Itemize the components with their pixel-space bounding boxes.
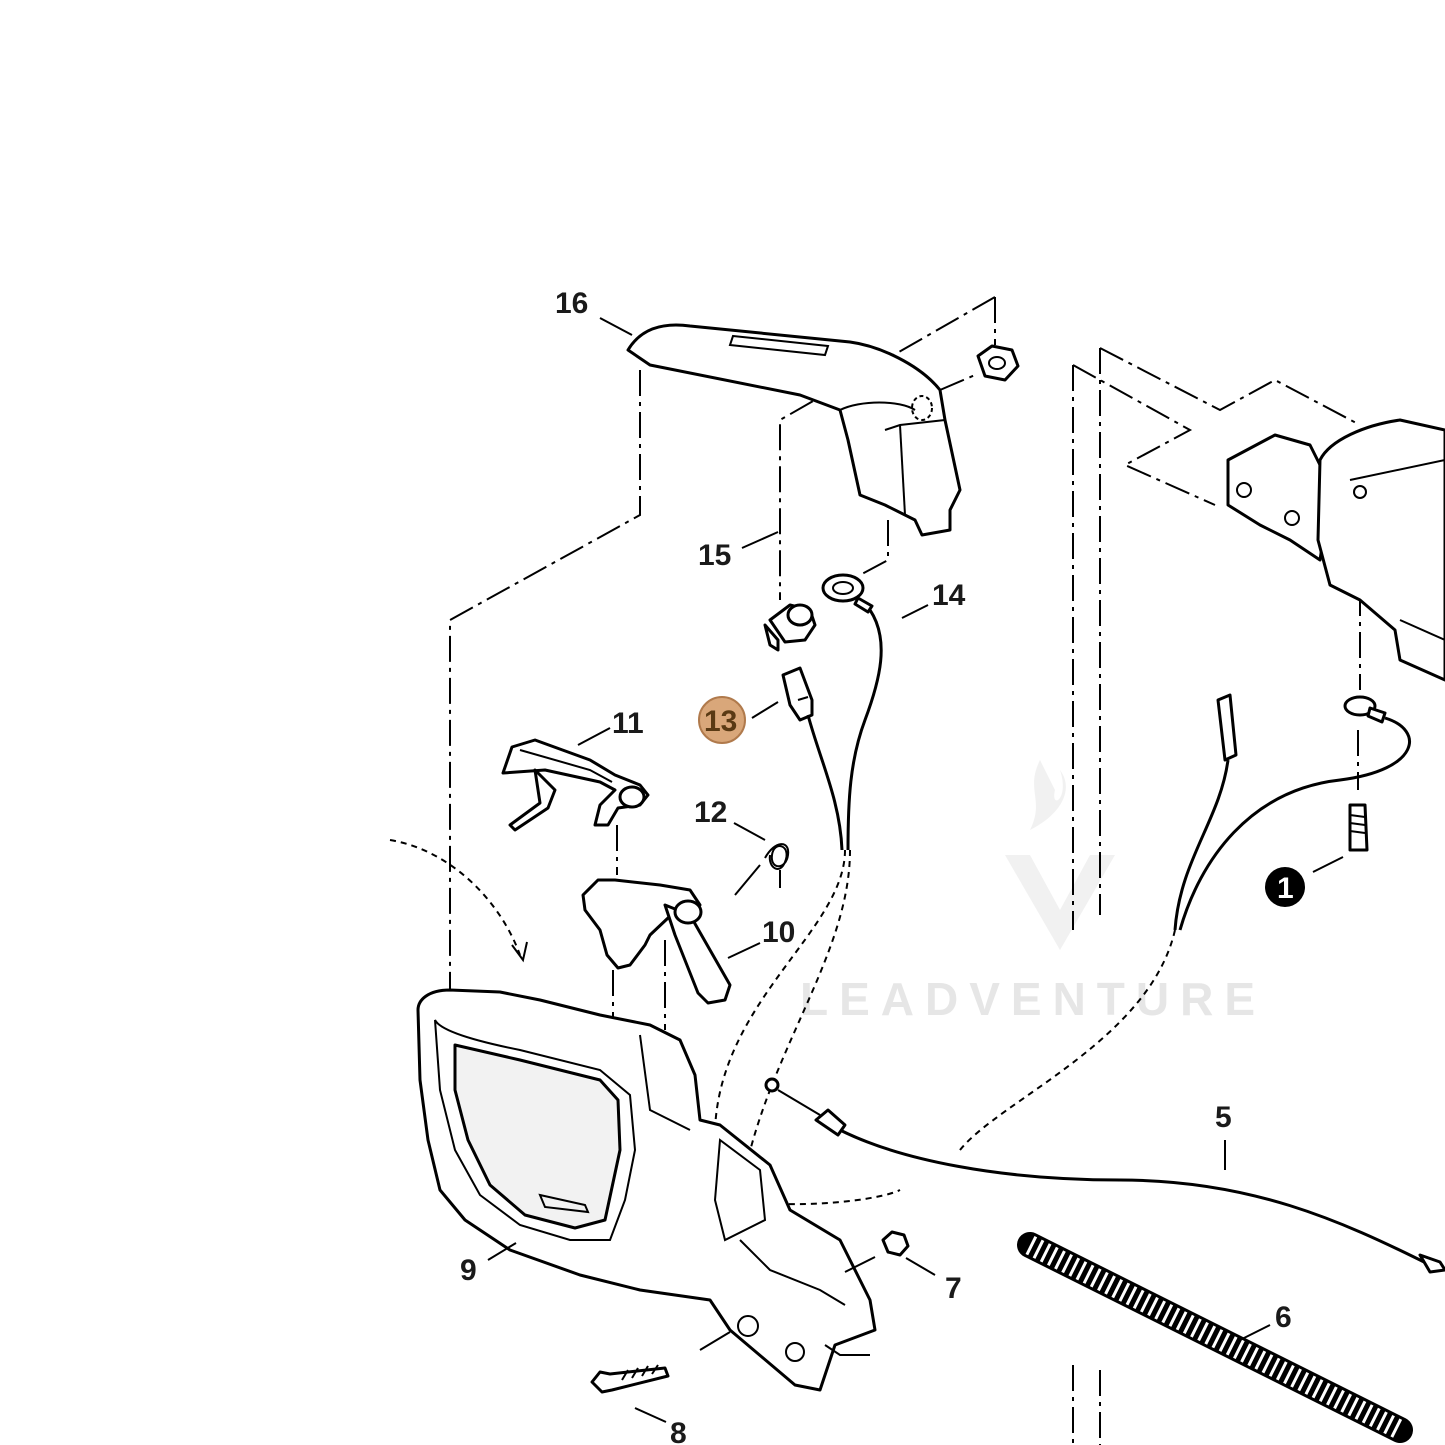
callout-13[interactable]: 13 bbox=[704, 705, 737, 738]
callout-14[interactable]: 14 bbox=[932, 579, 966, 612]
badge-circle bbox=[1265, 867, 1305, 907]
part-1-screw bbox=[1348, 803, 1369, 852]
callout-13-highlight[interactable]: 13 bbox=[698, 696, 746, 744]
part-6-conduit bbox=[1017, 1232, 1413, 1443]
part-9-rear-handle bbox=[416, 988, 877, 1392]
callout-15[interactable]: 15 bbox=[698, 539, 731, 572]
callout-10[interactable]: 10 bbox=[762, 916, 795, 949]
engine-housing bbox=[1226, 418, 1445, 682]
hidden-wires bbox=[389, 839, 1176, 1206]
part-7-nut bbox=[881, 1230, 910, 1257]
part-5-cable bbox=[764, 1077, 1445, 1274]
callout-7[interactable]: 7 bbox=[945, 1272, 962, 1305]
callout-11[interactable]: 11 bbox=[612, 707, 644, 740]
part-12-spring bbox=[734, 843, 790, 896]
callout-1-badge[interactable]: 1 bbox=[1265, 867, 1305, 907]
highlight-circle bbox=[698, 696, 746, 744]
spark-plug-connector bbox=[1173, 693, 1238, 931]
leader-lines bbox=[487, 317, 1344, 1423]
callout-1[interactable]: 1 bbox=[1277, 872, 1294, 905]
callout-12[interactable]: 12 bbox=[694, 796, 727, 829]
assembly-lines bbox=[449, 296, 1361, 1445]
part-14-ring-terminal bbox=[821, 573, 883, 851]
part-16-handle-cover bbox=[626, 323, 962, 537]
part-13-connector bbox=[781, 666, 844, 851]
watermark-text: LEADVENTURE bbox=[800, 973, 1266, 1025]
part-11-lever bbox=[501, 738, 650, 832]
part-8-screw bbox=[590, 1364, 670, 1394]
ground-terminal bbox=[1178, 695, 1411, 931]
callout-5[interactable]: 5 bbox=[1215, 1101, 1232, 1134]
callout-6[interactable]: 6 bbox=[1275, 1301, 1292, 1334]
callout-16[interactable]: 16 bbox=[555, 287, 588, 320]
watermark-logo-icon bbox=[1005, 760, 1115, 950]
part-10-trigger bbox=[581, 878, 732, 1005]
callout-9[interactable]: 9 bbox=[460, 1254, 477, 1287]
callout-8[interactable]: 8 bbox=[670, 1417, 687, 1445]
part-15-switch bbox=[763, 603, 817, 652]
hex-nut bbox=[976, 344, 1020, 382]
